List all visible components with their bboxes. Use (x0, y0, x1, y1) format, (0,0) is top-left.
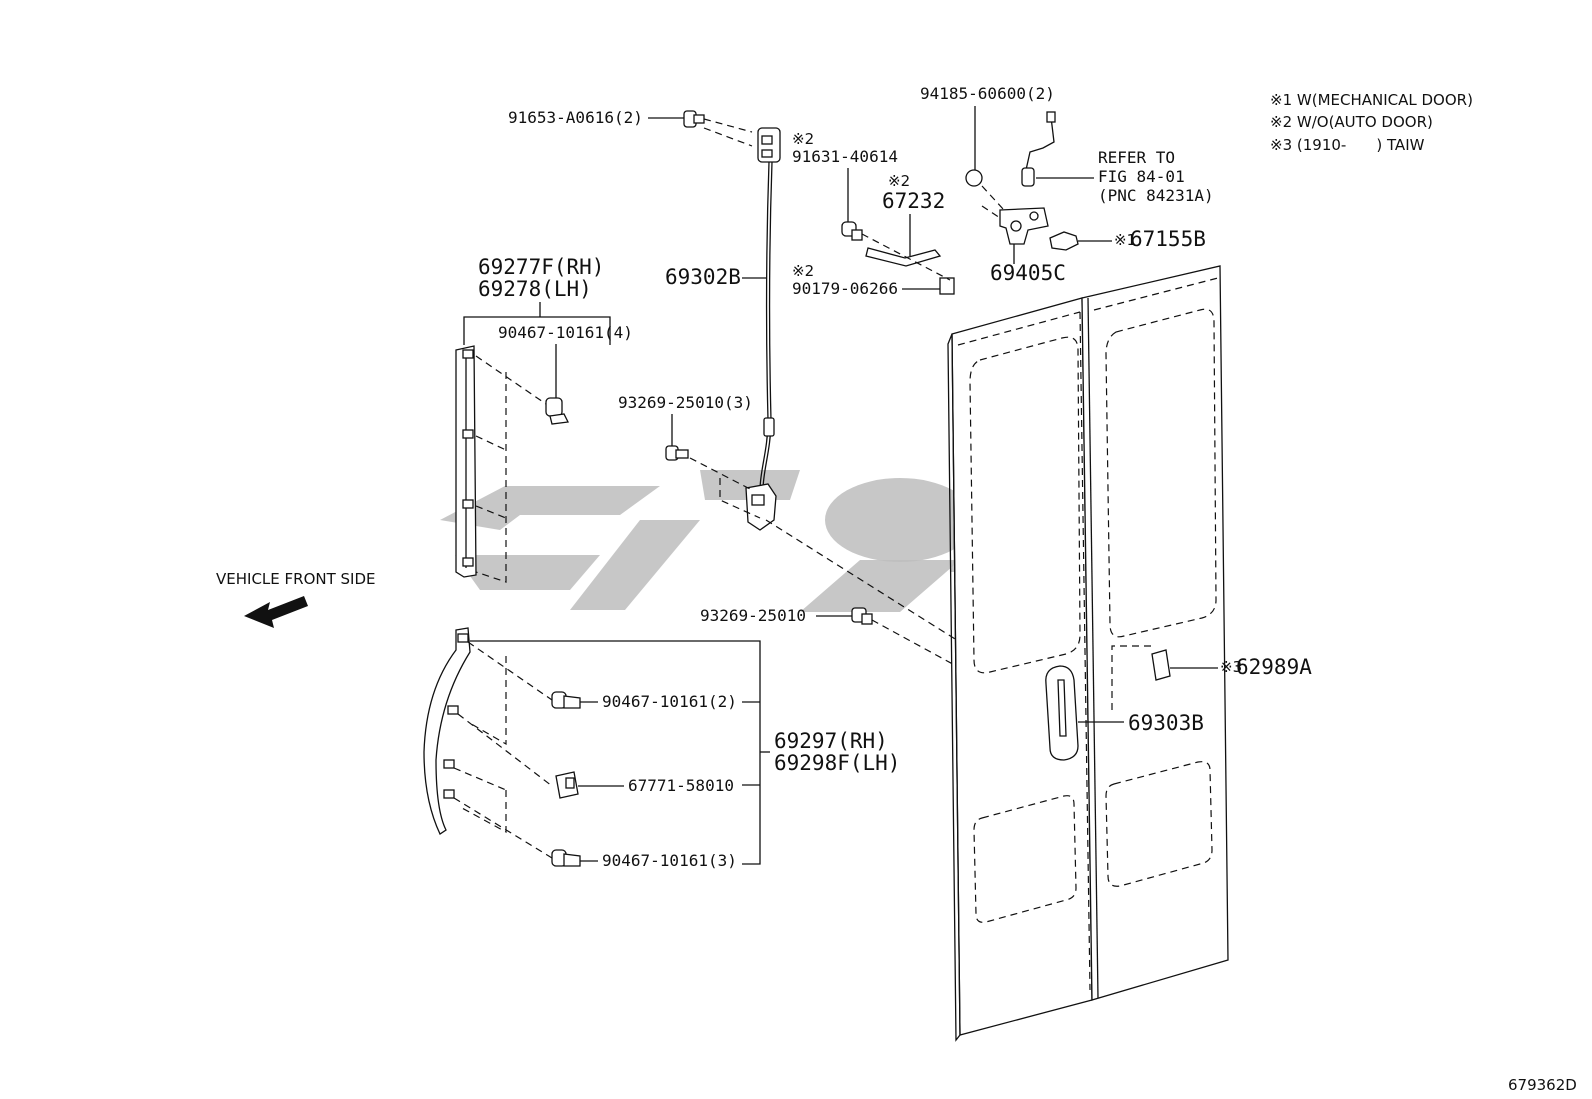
front-arrow-icon (244, 596, 308, 628)
bracket-69405 (999, 207, 1049, 245)
callout-69405: 69405C (990, 261, 1066, 285)
lever-67232 (865, 247, 942, 267)
callout-91631: 91631-40614 (792, 147, 898, 166)
refer-line-1: REFER TO (1098, 148, 1175, 167)
part-62989 (1151, 649, 1171, 681)
refer-line-3: (PNC 84231A) (1098, 186, 1214, 205)
bolt-91653 (683, 110, 705, 128)
mark-67232: ※2 (888, 172, 910, 190)
callout-67155: 67155B (1130, 227, 1206, 251)
back-door-left (947, 297, 1093, 1042)
note-2: ※2 W/O(AUTO DOOR) (1270, 113, 1433, 131)
lock-module (745, 483, 777, 531)
callout-93269-3: 93269-25010(3) (618, 393, 753, 412)
figure-code: 679362D (1508, 1076, 1577, 1094)
door-handle-69303 (1045, 665, 1079, 761)
callout-62989: 62989A (1236, 655, 1312, 679)
mark-91631: ※2 (792, 130, 814, 148)
bolt-91631 (841, 221, 863, 241)
clip-90179 (939, 277, 955, 295)
callout-90467-2: 90467-10161(2) (602, 692, 737, 711)
callout-90179: 90179-06266 (792, 279, 898, 298)
note-1: ※1 W(MECHANICAL DOOR) (1270, 91, 1473, 109)
callout-69302: 69302B (665, 265, 741, 289)
clip-90467-2 (551, 691, 581, 709)
callout-69278: 69278(LH) (478, 277, 592, 301)
callout-69297: 69297(RH) (774, 729, 888, 753)
back-door-right (1081, 265, 1229, 1001)
callout-69277: 69277F(RH) (478, 255, 604, 279)
refer-line-2: FIG 84-01 (1098, 167, 1185, 186)
mark-67155: ※1 (1114, 231, 1136, 249)
callout-91653: 91653-A0616(2) (508, 108, 643, 127)
clip-67771 (555, 771, 579, 799)
direction-label: VEHICLE FRONT SIDE (216, 570, 376, 588)
callout-94185: 94185-60600(2) (920, 84, 1055, 103)
callout-90467-3: 90467-10161(3) (602, 851, 737, 870)
nut-94185 (965, 169, 983, 187)
clip-90467-upper (545, 397, 569, 425)
legend-notes: ※1 W(MECHANICAL DOOR) ※2 W/O(AUTO DOOR) … (1270, 91, 1473, 154)
callout-93269: 93269-25010 (700, 606, 806, 625)
rod-upper-bracket (757, 127, 781, 163)
bolt-93269-3 (665, 445, 689, 461)
door-rod (759, 161, 770, 491)
bolt-93269 (851, 607, 873, 625)
callout-69298: 69298F(LH) (774, 751, 900, 775)
callout-90467-4: 90467-10161(4) (498, 323, 633, 342)
clip-90467-3 (551, 849, 581, 867)
trim-lower-69297 (423, 627, 471, 835)
mark-62989: ※3 (1220, 658, 1242, 676)
trim-upper-69277 (455, 345, 477, 578)
callout-67771: 67771-58010 (628, 776, 734, 795)
lever-67155 (1049, 231, 1079, 251)
callout-67232: 67232 (882, 189, 945, 213)
note-3: ※3 (1910- ) TAIW (1270, 136, 1425, 154)
callout-69303: 69303B (1128, 711, 1204, 735)
mark-90179: ※2 (792, 262, 814, 280)
